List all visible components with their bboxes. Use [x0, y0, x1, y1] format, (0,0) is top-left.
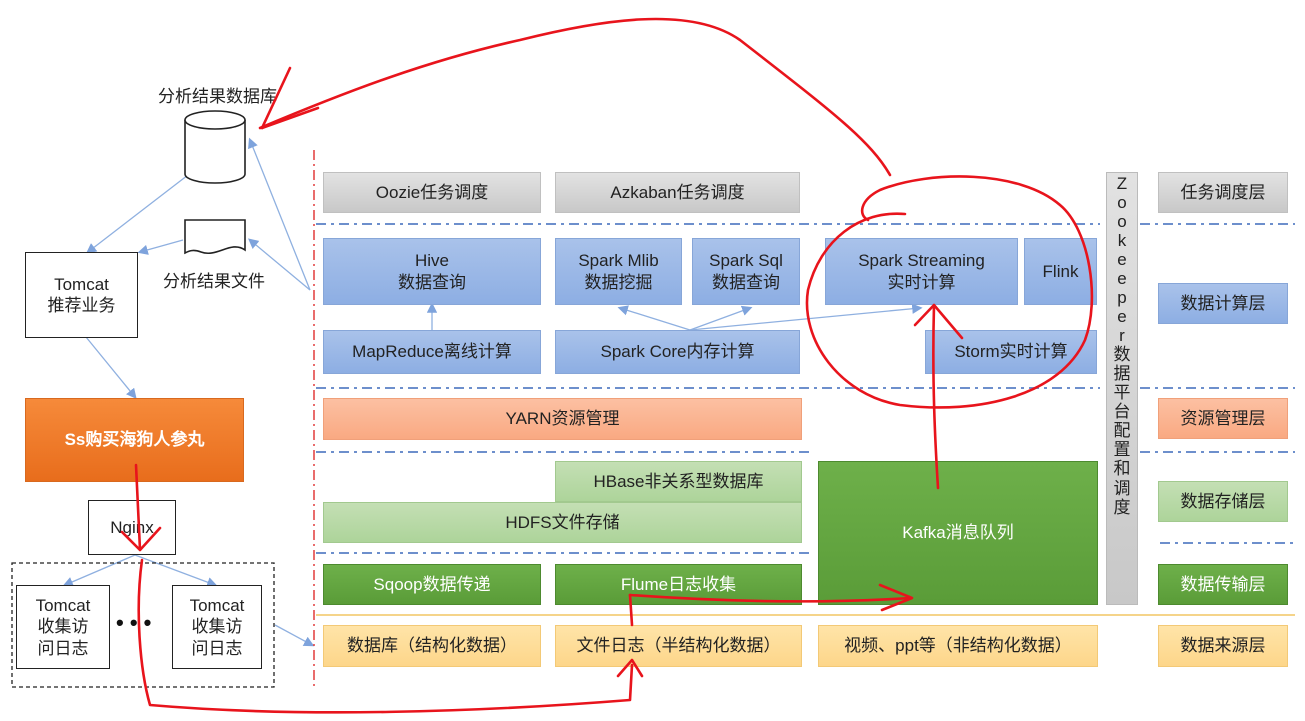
zk-char: 配	[1113, 421, 1131, 441]
mapreduce-box: MapReduce离线计算	[323, 330, 541, 374]
zk-char: 调	[1113, 478, 1131, 498]
tomcat-log-box-1: Tomcat 收集访 问日志	[16, 585, 110, 669]
zk-char: 据	[1113, 364, 1131, 384]
zk-char: 置	[1113, 440, 1131, 460]
connector-file-to-tomcat	[137, 239, 184, 255]
zookeeper-column	[1106, 172, 1138, 605]
connector-tomcat-to-ss	[85, 336, 137, 400]
source-db-box: 数据库（结构化数据）	[323, 625, 541, 667]
yarn-box: YARN资源管理	[323, 398, 802, 440]
spark-sql-box: Spark Sql 数据查询	[692, 238, 800, 305]
layer-label-resource: 资源管理层	[1158, 398, 1288, 439]
source-log-box: 文件日志（半结构化数据）	[555, 625, 802, 667]
azkaban-box: Azkaban任务调度	[555, 172, 800, 213]
connector-core-to-mlib	[617, 305, 691, 331]
zk-char: 数	[1113, 345, 1131, 365]
spark-mlib-box: Spark Mlib 数据挖掘	[555, 238, 682, 305]
zookeeper-text: Z o o k e e p e r 数 据 平 台 配 置 和 调 度	[1106, 174, 1138, 517]
oozie-box: Oozie任务调度	[323, 172, 541, 213]
zk-letter: e	[1117, 269, 1127, 289]
sqoop-box: Sqoop数据传递	[323, 564, 541, 605]
flume-box: Flume日志收集	[555, 564, 802, 605]
database-icon	[184, 110, 246, 184]
connector-logs-to-source	[274, 624, 315, 647]
zk-char: 平	[1113, 383, 1131, 403]
layer-label-transfer: 数据传输层	[1158, 564, 1288, 605]
ellipsis: • • •	[116, 610, 152, 635]
layer-label-source: 数据来源层	[1158, 625, 1288, 667]
zk-letter: e	[1117, 250, 1127, 270]
db-label: 分析结果数据库	[158, 87, 277, 106]
layer-label-compute: 数据计算层	[1158, 283, 1288, 324]
hive-box: Hive 数据查询	[323, 238, 541, 305]
zk-letter: p	[1117, 288, 1127, 308]
zk-char: 度	[1113, 497, 1131, 517]
storm-box: Storm实时计算	[925, 330, 1097, 374]
zk-letter: Z	[1116, 174, 1128, 193]
zk-letter: o	[1117, 212, 1127, 232]
layer-label-schedule: 任务调度层	[1158, 172, 1288, 213]
spark-core-box: Spark Core内存计算	[555, 330, 800, 374]
connector-db-to-tomcat	[85, 174, 189, 254]
zk-char: 和	[1113, 459, 1131, 479]
hbase-box: HBase非关系型数据库	[555, 461, 802, 502]
flink-box: Flink	[1024, 238, 1097, 305]
zk-letter: e	[1117, 307, 1127, 327]
connector-core-to-sql	[689, 305, 753, 331]
zk-letter: k	[1117, 231, 1127, 251]
connector-nginx-to-log1	[62, 554, 136, 587]
connector-nginx-to-log2	[134, 554, 218, 588]
tomcat-recommend-box: Tomcat 推荐业务	[25, 252, 138, 338]
connector-core-to-streaming	[689, 303, 923, 331]
file-label: 分析结果文件	[163, 272, 265, 291]
layer-label-storage: 数据存储层	[1158, 481, 1288, 522]
zk-letter: o	[1117, 193, 1127, 213]
tomcat-log-box-2: Tomcat 收集访 问日志	[172, 585, 262, 669]
zk-char: 台	[1113, 402, 1131, 422]
nginx-box: Nginx	[88, 500, 176, 555]
zk-letter: r	[1119, 326, 1125, 346]
connector-platform-to-file	[248, 238, 311, 291]
kafka-box: Kafka消息队列	[818, 461, 1098, 605]
document-icon	[184, 219, 246, 255]
source-video-box: 视频、ppt等（非结构化数据）	[818, 625, 1098, 667]
hdfs-box: HDFS文件存储	[323, 502, 802, 543]
ss-box: Ss购买海狗人参丸	[25, 398, 244, 482]
spark-streaming-box: Spark Streaming 实时计算	[825, 238, 1018, 305]
